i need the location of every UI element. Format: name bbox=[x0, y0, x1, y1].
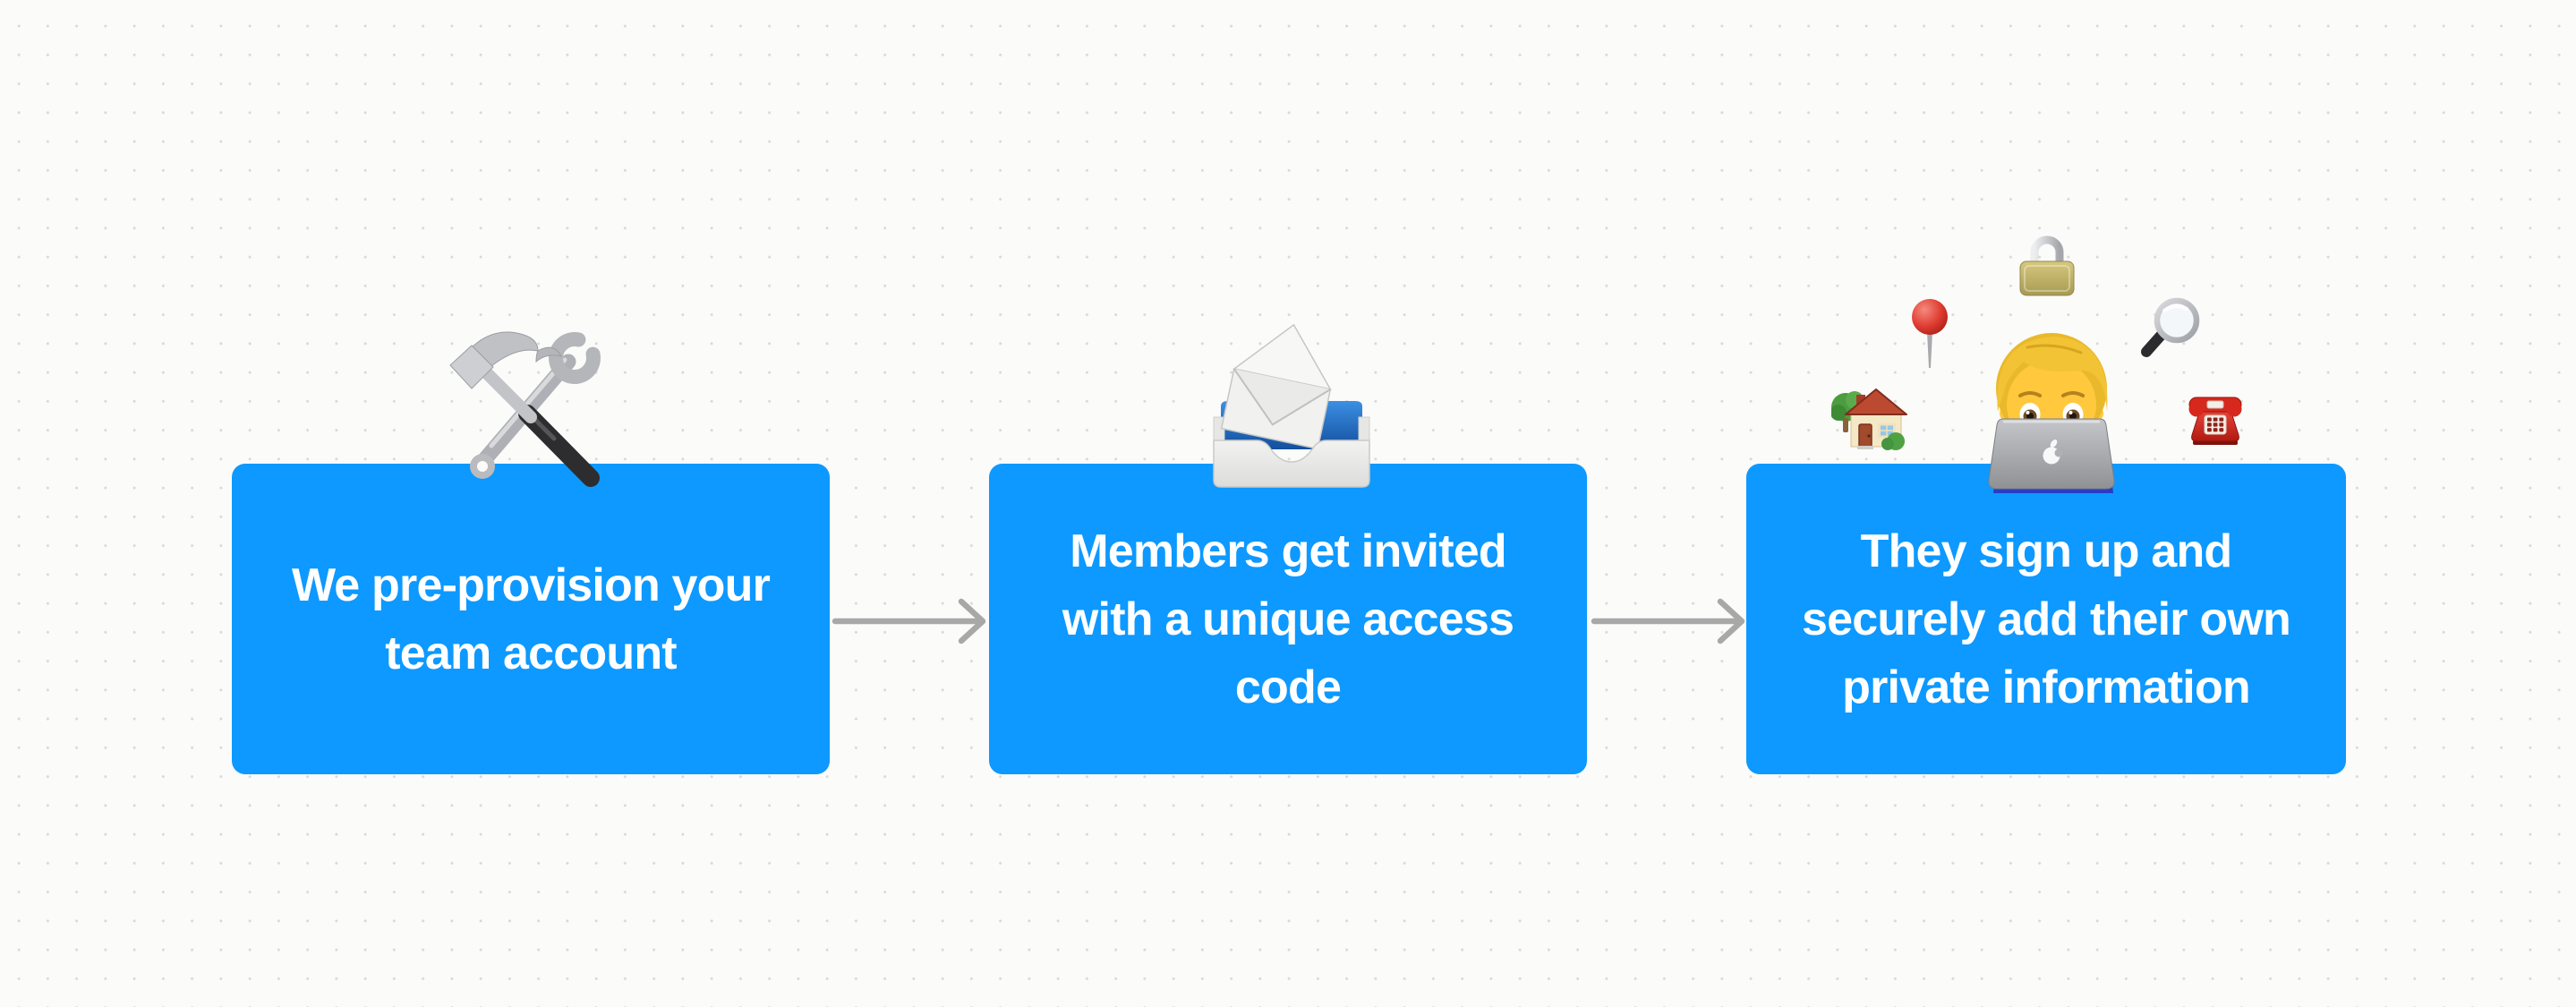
step-2-text-line-3: code bbox=[1234, 661, 1342, 713]
step-3-text-line-1: They sign up and bbox=[1860, 525, 2233, 577]
step-3-text-line-2: securely add their own bbox=[1802, 593, 2291, 645]
connector-arrow-1[interactable] bbox=[832, 590, 987, 653]
magnifying-glass-emoji[interactable] bbox=[2139, 296, 2202, 362]
step-2-box[interactable]: Members get invited with a unique access… bbox=[989, 464, 1587, 774]
connector-arrow-2[interactable] bbox=[1591, 590, 1746, 653]
hammer-and-wrench-emoji[interactable] bbox=[445, 320, 615, 491]
step-3-box[interactable]: They sign up and securely add their own … bbox=[1746, 464, 2346, 774]
red-telephone-emoji[interactable] bbox=[2187, 392, 2244, 448]
step-3-text-line-3: private information bbox=[1842, 661, 2251, 713]
locked-padlock-emoji[interactable] bbox=[2017, 234, 2077, 298]
house-with-garden-emoji[interactable] bbox=[1831, 382, 1908, 450]
incoming-envelope-emoji[interactable] bbox=[1207, 324, 1377, 491]
step-1-box[interactable]: We pre-provision your team account bbox=[232, 464, 830, 774]
step-1-text-line-1: We pre-provision your bbox=[291, 559, 771, 611]
step-2-text-line-1: Members get invited bbox=[1070, 525, 1506, 577]
technologist-emoji[interactable] bbox=[1974, 329, 2133, 493]
step-1-text-line-2: team account bbox=[385, 627, 677, 679]
step-2-text-line-2: with a unique access bbox=[1062, 593, 1514, 645]
round-pushpin-emoji[interactable] bbox=[1908, 298, 1951, 371]
